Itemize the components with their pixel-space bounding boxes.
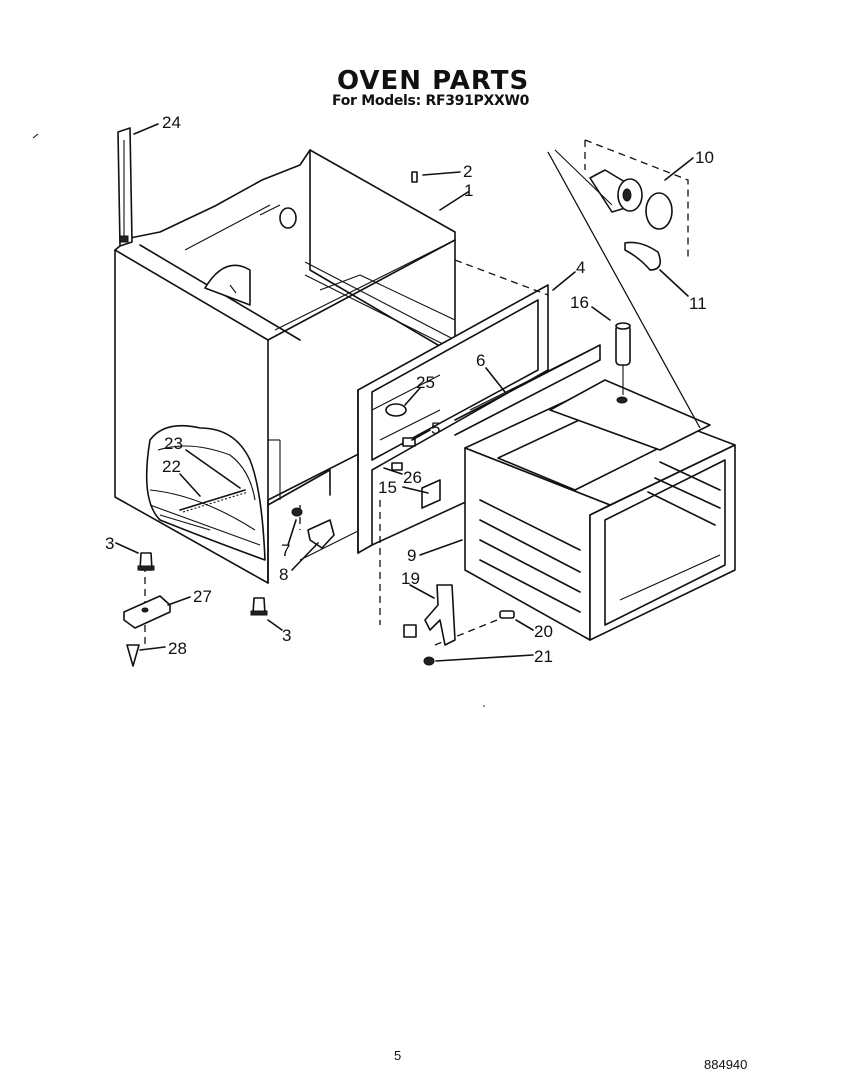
callout-15: 15 [378, 478, 397, 497]
callout-9: 9 [407, 546, 416, 565]
leader-lines [115, 123, 694, 662]
callout-2: 2 [463, 162, 472, 181]
callout-26: 26 [403, 468, 422, 487]
callout-16: 16 [570, 293, 589, 312]
callout-3-right: 3 [282, 626, 291, 645]
page-title: OVEN PARTS [337, 66, 530, 96]
callout-10: 10 [695, 148, 714, 167]
callout-25: 25 [416, 373, 435, 392]
document-number: 884940 [704, 1057, 748, 1072]
callout-22: 22 [162, 457, 181, 476]
callout-1: 1 [464, 181, 473, 200]
hardware-parts [123, 171, 515, 667]
page-number: 5 [394, 1048, 402, 1063]
oven-cabinet [114, 149, 456, 584]
callout-23: 23 [164, 434, 183, 453]
callout-28: 28 [168, 639, 187, 658]
callout-8: 8 [279, 565, 288, 584]
model-subtitle: For Models: RF391PXXW0 [332, 93, 530, 109]
part-6-rack-guide [454, 344, 601, 436]
callout-3-left: 3 [105, 534, 114, 553]
callout-4: 4 [576, 258, 585, 277]
callout-24: 24 [162, 113, 181, 132]
part-24-hinge [117, 127, 133, 247]
callout-6: 6 [476, 351, 485, 370]
callout-7: 7 [281, 541, 290, 560]
callout-11: 11 [689, 294, 707, 313]
part-9-oven-liner [464, 379, 736, 641]
part-16-sensor [615, 322, 631, 395]
callout-20: 20 [534, 622, 553, 641]
callout-19: 19 [401, 569, 420, 588]
part-10-light-assembly [547, 139, 701, 429]
callout-21: 21 [534, 647, 553, 666]
callout-5: 5 [431, 419, 440, 438]
callout-labels: 24 2 1 10 4 16 11 6 25 5 23 22 26 15 3 7… [105, 113, 714, 666]
callout-27: 27 [193, 587, 212, 606]
scan-specks [32, 133, 485, 707]
